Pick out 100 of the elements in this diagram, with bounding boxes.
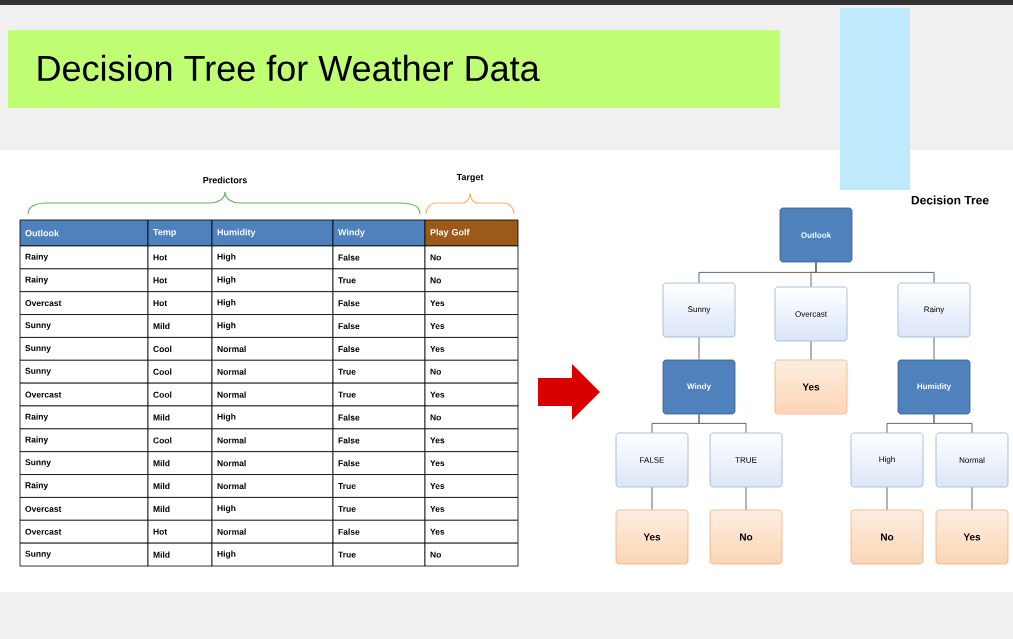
branch-box: Rainy [897,282,971,338]
table-cell: Yes [424,382,519,407]
table-cell: Rainy [19,474,149,498]
table-cell: True [332,359,426,384]
table-cell: Cool [147,382,213,407]
table-cell: High [211,542,334,567]
table-cell: Sunny [19,314,149,338]
table-cell: True [332,382,426,407]
table-cell: Cool [147,359,213,384]
table-cell: Hot [147,268,213,293]
leaf-box: Yes [935,509,1009,565]
table-cell: Mild [147,405,213,430]
table-cell: Yes [424,497,519,521]
branch-box: Normal [935,432,1009,488]
connector-line [745,486,747,511]
table-cell: True [332,497,426,521]
table-cell: No [424,359,519,384]
branch-box: Overcast [774,286,848,342]
table-cell: Overcast [19,519,149,544]
table-cell: False [332,519,426,544]
table-cell: Rainy [19,405,149,430]
header-cell: Play Golf [424,219,519,247]
table-cell: Mild [147,314,213,338]
table-cell: High [211,405,334,430]
table-cell: No [424,542,519,567]
table-cell: Overcast [19,497,149,521]
table-cell: Normal [211,519,334,544]
table-cell: Hot [147,291,213,315]
table-cell: Normal [211,337,334,361]
table-cell: No [424,268,519,293]
table-cell: High [211,314,334,338]
attribute-box: Humidity [897,359,971,415]
table-cell: Hot [147,519,213,544]
table-cell: Mild [147,451,213,475]
connector-line [698,336,700,361]
brace-label: Target [456,173,484,183]
table-cell: Rainy [19,268,149,293]
connector-line [933,336,935,361]
table-cell: Yes [424,519,519,544]
table-cell: High [211,245,334,270]
attribute-box: Outlook [779,207,853,263]
table-cell: Yes [424,314,519,338]
connector-line [971,486,973,511]
leaf-box: Yes [615,509,689,565]
branch-box: TRUE [709,432,783,488]
connector-line [698,413,747,434]
table-cell: True [332,474,426,498]
leaf-box: No [709,509,783,565]
table-cell: False [332,314,426,338]
table-cell: High [211,268,334,293]
table-cell: False [332,337,426,361]
branch-box: High [850,432,924,488]
table-cell: High [211,291,334,315]
table-cell: Normal [211,382,334,407]
table-cell: Sunny [19,451,149,475]
table-cell: Mild [147,497,213,521]
branch-box: Sunny [662,282,736,338]
tree-heading: Decision Tree [911,195,989,205]
table-cell: False [332,428,426,453]
table-cell: Normal [211,474,334,498]
table-cell: Rainy [19,245,149,270]
table-cell: Yes [424,428,519,453]
table-cell: Yes [424,337,519,361]
table-cell: Rainy [19,428,149,453]
header-cell: Windy [332,219,426,247]
title: Decision Tree for Weather Data [38,54,540,82]
table-cell: True [332,542,426,567]
leaf-box: Yes [774,359,848,415]
table-cell: Overcast [19,291,149,315]
table-cell: Cool [147,428,213,453]
table-cell: Normal [211,451,334,475]
table-cell: Sunny [19,359,149,384]
brace-label: Predictors [203,176,247,184]
table-cell: Overcast [19,382,149,407]
table-cell: False [332,291,426,315]
header-cell: Temp [147,219,213,247]
table-cell: False [332,405,426,430]
connector-line [886,486,888,511]
connector-line [651,486,653,511]
table-cell: False [332,451,426,475]
attribute-box: Windy [662,359,736,415]
connector-line [815,261,935,284]
table-cell: Normal [211,359,334,384]
table-cell: Mild [147,474,213,498]
table-cell: High [211,497,334,521]
header-cell: Humidity [211,219,334,247]
table-cell: Hot [147,245,213,270]
table-cell: Sunny [19,337,149,361]
table-cell: Yes [424,474,519,498]
connector-line [810,340,812,361]
table-cell: False [332,245,426,270]
branch-box: FALSE [615,432,689,488]
connector-line [933,413,973,434]
table-cell: Mild [147,542,213,567]
table-cell: No [424,245,519,270]
table-cell: Normal [211,428,334,453]
leaf-box: No [850,509,924,565]
table-cell: True [332,268,426,293]
table-cell: Yes [424,291,519,315]
table-cell: Yes [424,451,519,475]
